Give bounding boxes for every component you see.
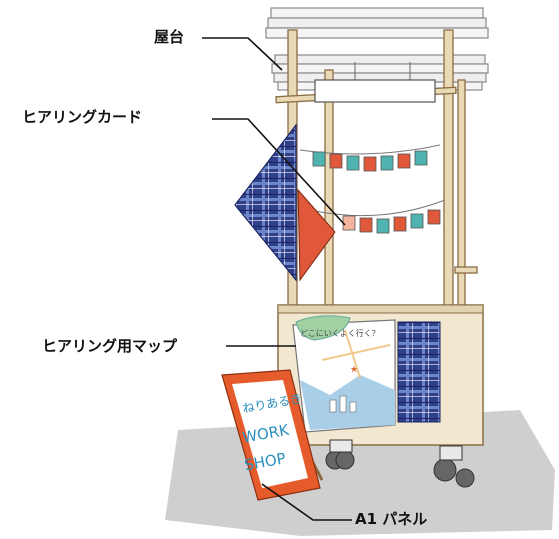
hearing-map: どこにいくよく行く？ ★: [292, 315, 396, 433]
callout-lines: [202, 37, 352, 521]
roof: [265, 7, 489, 91]
label-stall: 屋台: [154, 28, 185, 46]
bunting-row-bottom: [342, 209, 441, 234]
svg-text:★: ★: [350, 365, 358, 375]
label-hearing-card: ヒアリングカード: [22, 108, 143, 126]
cart-wheels: [325, 439, 475, 488]
a1-panel-sign: ねりあるき WORK SHOP: [221, 369, 324, 501]
plaid-panel: [397, 321, 441, 423]
side-decoration: [234, 123, 336, 282]
label-a1-panel: A1 パネル: [355, 510, 428, 528]
bunting-row-top: [312, 150, 428, 172]
label-hearing-map: ヒアリング用マップ: [42, 337, 178, 355]
map-speech-text: どこにいくよく行く？: [300, 328, 380, 338]
hanging-signboard: [314, 62, 436, 103]
